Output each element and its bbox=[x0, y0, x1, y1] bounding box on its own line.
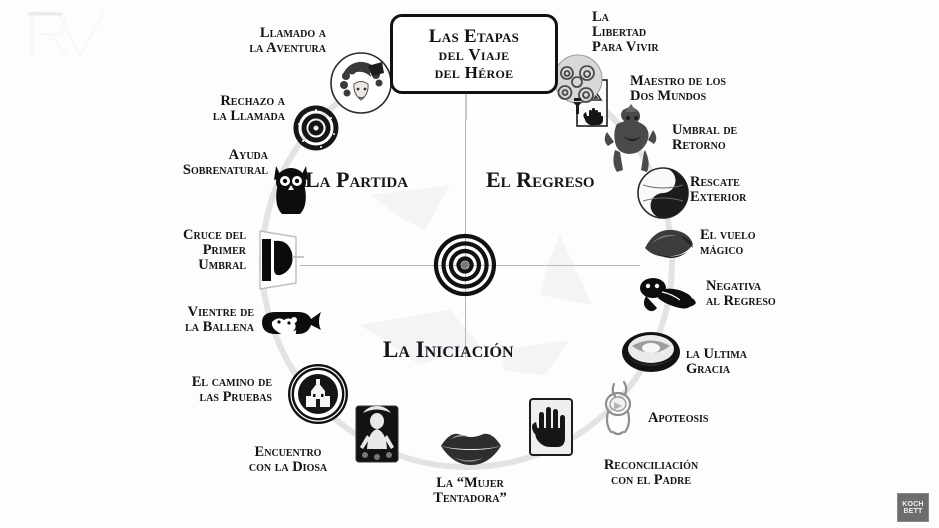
stage-label-negativa-al-regreso: Negativa al Regreso bbox=[706, 278, 776, 309]
ascending-figure-icon bbox=[604, 380, 632, 436]
stage-label-encuentro-con-la-diosa: Encuentro con la Diosa bbox=[248, 444, 328, 475]
section-heading-la-iniciacion: La Iniciación bbox=[383, 337, 514, 362]
doorway-profile-icon bbox=[259, 230, 304, 290]
stage-label-reconciliacion-con-el-padre: Reconciliación con el Padre bbox=[603, 457, 699, 488]
title-line-1: Las Etapas bbox=[428, 25, 520, 47]
whale-icon bbox=[262, 312, 321, 337]
watermark-line-2: BETT bbox=[903, 507, 923, 515]
diagram-title-plaque: Las Etapas del Viaje del Héroe bbox=[390, 14, 558, 94]
dark-castle-medallion-icon bbox=[288, 364, 348, 424]
rv-logo bbox=[28, 11, 105, 59]
stage-label-apoteosis: Apoteosis bbox=[648, 410, 709, 426]
stage-label-la-libertad-para-vivir: La Libertad Para Vivir bbox=[592, 9, 659, 55]
title-line-3: del Héroe bbox=[434, 62, 514, 82]
source-watermark-badge: KOCH BETT bbox=[897, 493, 929, 522]
stage-label-maestro-de-los-dos-mundos: Maestro de los Dos Mundos bbox=[630, 73, 726, 104]
spiral-sphere-icon bbox=[553, 54, 603, 114]
reclining-figure-icon bbox=[640, 278, 696, 312]
goddess-card-icon bbox=[355, 405, 399, 463]
stage-label-llamado-a-la-aventura: Llamado a la Aventura bbox=[249, 25, 326, 56]
stage-label-rechazo-a-la-llamada: Rechazo a la Llamada bbox=[212, 93, 285, 124]
winged-flight-icon bbox=[645, 229, 693, 259]
section-heading-la-partida: La Partida bbox=[305, 167, 409, 192]
lips-icon bbox=[441, 433, 501, 465]
stage-label-cruce-del-primer-umbral: Cruce del Primer Umbral bbox=[183, 227, 246, 273]
stage-label-el-vuelo-magico: El vuelo mágico bbox=[700, 227, 756, 258]
stage-label-rescate-exterior: Rescate Exterior bbox=[690, 174, 747, 205]
section-heading-el-regreso: El Regreso bbox=[486, 167, 595, 192]
coiled-spiral-icon bbox=[293, 105, 339, 151]
spiral-icon bbox=[433, 233, 497, 297]
stage-label-vientre-de-la-ballena: Vientre de la Ballena bbox=[185, 304, 254, 335]
stage-label-la-mujer-tentadora: La “Mujer Tentadora” bbox=[433, 475, 507, 506]
stage-label-la-ultima-gracia: la Ultima Gracia bbox=[686, 346, 747, 377]
stage-label-el-camino-de-las-pruebas: El camino de las Pruebas bbox=[191, 374, 272, 405]
watermark-line-1: KOCH bbox=[902, 500, 924, 508]
grail-bowl-icon bbox=[622, 332, 680, 372]
stage-label-umbral-de-retorno: Umbral de Retorno bbox=[672, 122, 738, 153]
stage-label-ayuda-sobrenatural: Ayuda Sobrenatural bbox=[182, 147, 268, 178]
hand-icon bbox=[529, 398, 573, 456]
title-line-2: del Viaje bbox=[438, 45, 510, 65]
rider-statue-icon bbox=[604, 104, 657, 172]
